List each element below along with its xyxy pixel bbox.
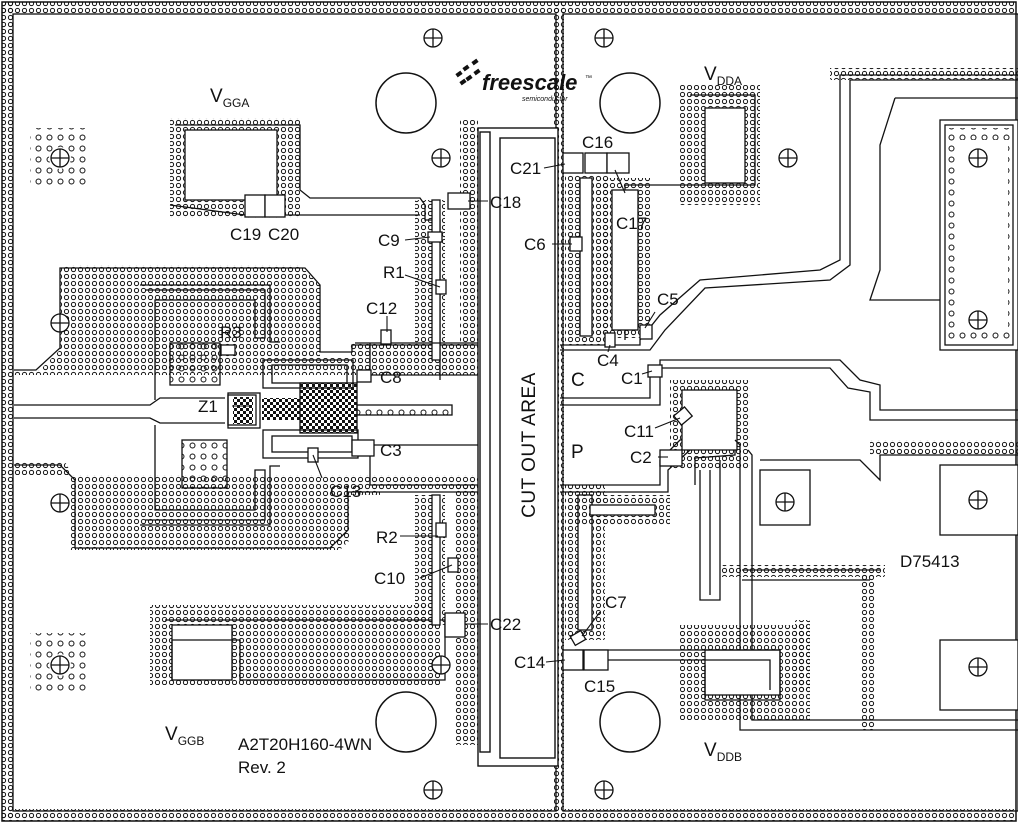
label-c2: C2 (630, 448, 652, 467)
leader-lines (232, 163, 681, 663)
cap-c3-body (351, 439, 375, 457)
cap-c15-body (583, 649, 609, 671)
part-number: A2T20H160-4WN (238, 735, 372, 754)
cap-c10-body (447, 557, 459, 573)
label-c9: C9 (378, 231, 400, 250)
cutout-region (477, 127, 559, 767)
label-c3: C3 (380, 441, 402, 460)
cap-c4-body (604, 332, 616, 348)
component-footprints (220, 152, 694, 671)
mounting-hole (599, 691, 661, 753)
label-c21: C21 (510, 159, 541, 178)
label-r3: R3 (220, 323, 242, 342)
label-c6: C6 (524, 235, 546, 254)
cap-c2-body (659, 449, 683, 467)
logo-trademark: ™ (585, 75, 592, 82)
vdda-label: VDDA (704, 64, 742, 88)
res-r1-body (435, 279, 447, 295)
cap-c9-body (427, 231, 443, 243)
freescale-logo-mark (455, 58, 481, 86)
cap-c22-body (444, 612, 466, 638)
mounting-hole (599, 72, 661, 134)
cap-c21-body (562, 152, 584, 174)
vggb-label: VGGB (165, 724, 204, 748)
carrier-zone-label: C (571, 370, 585, 391)
cap-c11-body (672, 405, 694, 427)
label-c1: C1 (621, 369, 643, 388)
label-c20: C20 (268, 225, 299, 244)
mounting-holes (375, 72, 661, 753)
label-c4: C4 (597, 351, 619, 370)
drawing-id: D75413 (900, 552, 960, 571)
label-c22: C22 (490, 615, 521, 634)
mounting-hole (375, 691, 437, 753)
label-r2: R2 (376, 528, 398, 547)
label-c18: C18 (490, 193, 521, 212)
vgga-label: VGGA (210, 86, 249, 110)
cap-c18-body (447, 192, 471, 210)
label-c7: C7 (605, 593, 627, 612)
label-c17: C17 (616, 214, 647, 233)
left-ground-planes (14, 265, 480, 550)
mounting-hole (375, 72, 437, 134)
res-r3-body (220, 344, 236, 356)
cap-c12-body (380, 329, 392, 345)
logo-subtitle: semiconductor (522, 96, 568, 103)
label-c10: C10 (374, 569, 405, 588)
cap-c14-body (562, 649, 584, 671)
peaking-zone-label: P (571, 442, 584, 463)
res-r2-body (435, 522, 447, 538)
cap-z1-body (227, 394, 257, 426)
vddb-label: VDDB (704, 740, 742, 764)
label-c8: C8 (380, 368, 402, 387)
cap-c16-body (584, 152, 608, 174)
label-c14: C14 (514, 653, 545, 672)
vggb-pad (150, 485, 478, 745)
freescale-logo: freescale ™ semiconductor (455, 58, 592, 103)
label-c15: C15 (584, 677, 615, 696)
logo-text: freescale (482, 70, 577, 95)
cutout-label: CUT OUT AREA (519, 372, 540, 518)
cap-c1-body (647, 364, 663, 378)
label-c19: C19 (230, 225, 261, 244)
label-c16: C16 (582, 133, 613, 152)
cap-c8-body (356, 369, 372, 383)
revision-label: Rev. 2 (238, 758, 286, 777)
label-z1: Z1 (198, 397, 218, 416)
label-c5: C5 (657, 290, 679, 309)
cap-c19-body (244, 194, 266, 218)
cap-c20-body (264, 194, 286, 218)
label-c13: C13 (330, 482, 361, 501)
cap-c17-body (606, 152, 630, 174)
label-c11: C11 (624, 422, 654, 441)
gate-input-network (14, 284, 481, 526)
label-r1: R1 (383, 263, 405, 282)
component-labels: C19 C20 C18 C9 R1 C12 C8 R3 Z1 C3 C13 R2… (198, 133, 679, 696)
label-c12: C12 (366, 299, 397, 318)
cap-c5-body (639, 324, 653, 340)
